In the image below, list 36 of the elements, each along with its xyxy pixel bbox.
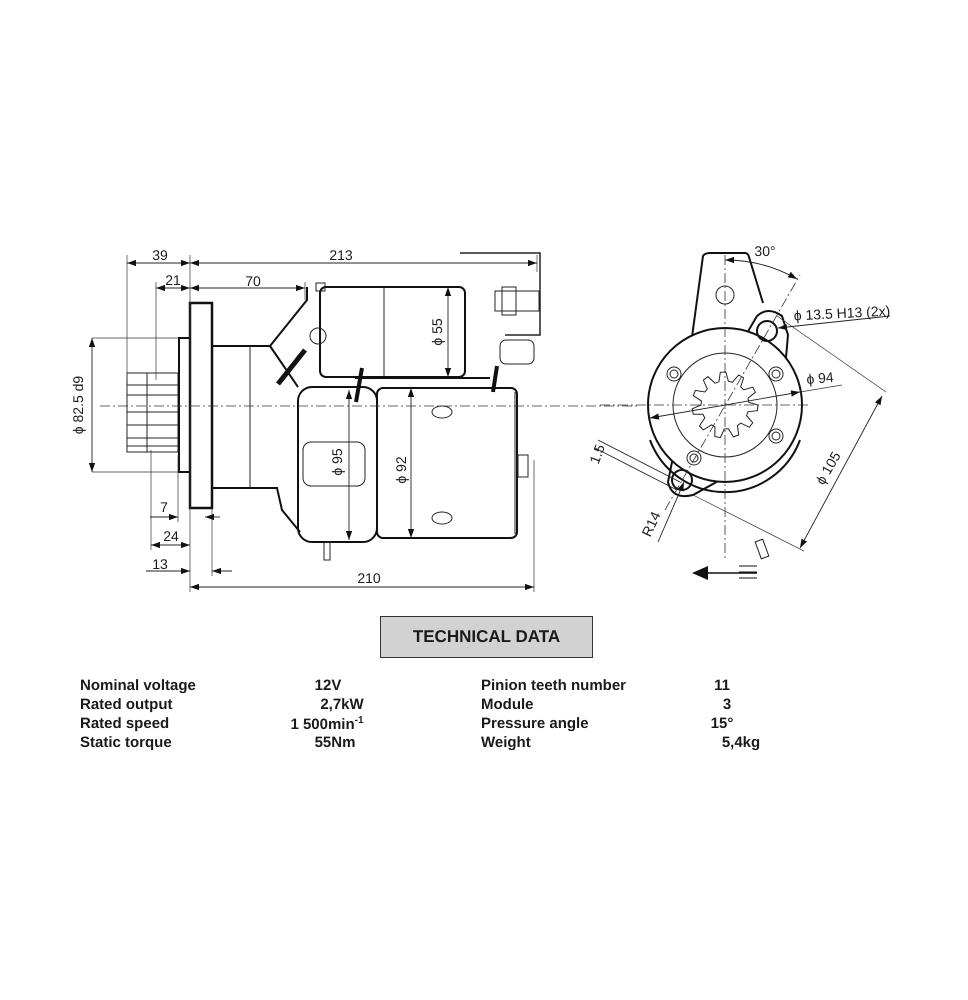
spec-value: 1 500min$^{-1}$ xyxy=(290,714,364,734)
dimension-label: R14 xyxy=(639,509,663,539)
spec-value: 12V xyxy=(314,678,342,694)
dimension-label: 24 xyxy=(163,529,179,543)
spec-name: Weight xyxy=(481,734,531,752)
dimension-label: ϕ 92 xyxy=(394,456,408,484)
dimension-label: 21 xyxy=(165,273,181,287)
spec-name: Nominal voltage xyxy=(80,678,196,694)
spec-name: Rated speed xyxy=(80,716,170,732)
dimension-label: 210 xyxy=(357,571,381,585)
spec-value: 2,7kW xyxy=(320,696,364,714)
dimension-label: 13 xyxy=(152,557,168,571)
dimension-label: ϕ 13.5 H13 (2x) xyxy=(793,303,891,323)
dimension-label: ϕ 94 xyxy=(806,370,834,386)
dimension-label: ϕ 82.5 d9 xyxy=(71,376,85,434)
spec-name: Static torque xyxy=(80,734,172,752)
dimension-label: ϕ 105 xyxy=(813,449,843,487)
spec-value: 5,4kg xyxy=(722,734,760,752)
dimension-label: ϕ 95 xyxy=(330,448,344,476)
dimension-label: 70 xyxy=(245,274,261,288)
dimension-label: 30° xyxy=(754,244,776,258)
spec-value: 11 xyxy=(714,678,730,694)
spec-name: Pinion teeth number xyxy=(481,678,626,694)
section-heading: TECHNICAL DATA xyxy=(412,627,560,647)
dimension-label: 39 xyxy=(152,248,168,262)
spec-value: 3 xyxy=(722,696,732,714)
spec-name: Rated output xyxy=(80,696,172,714)
dimension-label: 1.5 xyxy=(587,442,607,466)
spec-name: Pressure angle xyxy=(481,716,589,732)
spec-value: 55Nm xyxy=(314,734,356,752)
spec-value: 15° xyxy=(710,716,734,732)
section-heading-box xyxy=(380,616,593,658)
dimension-label: ϕ 55 xyxy=(430,318,444,346)
dimension-label: 213 xyxy=(329,248,353,262)
spec-name: Module xyxy=(481,696,534,714)
dimension-label: 7 xyxy=(160,500,168,514)
